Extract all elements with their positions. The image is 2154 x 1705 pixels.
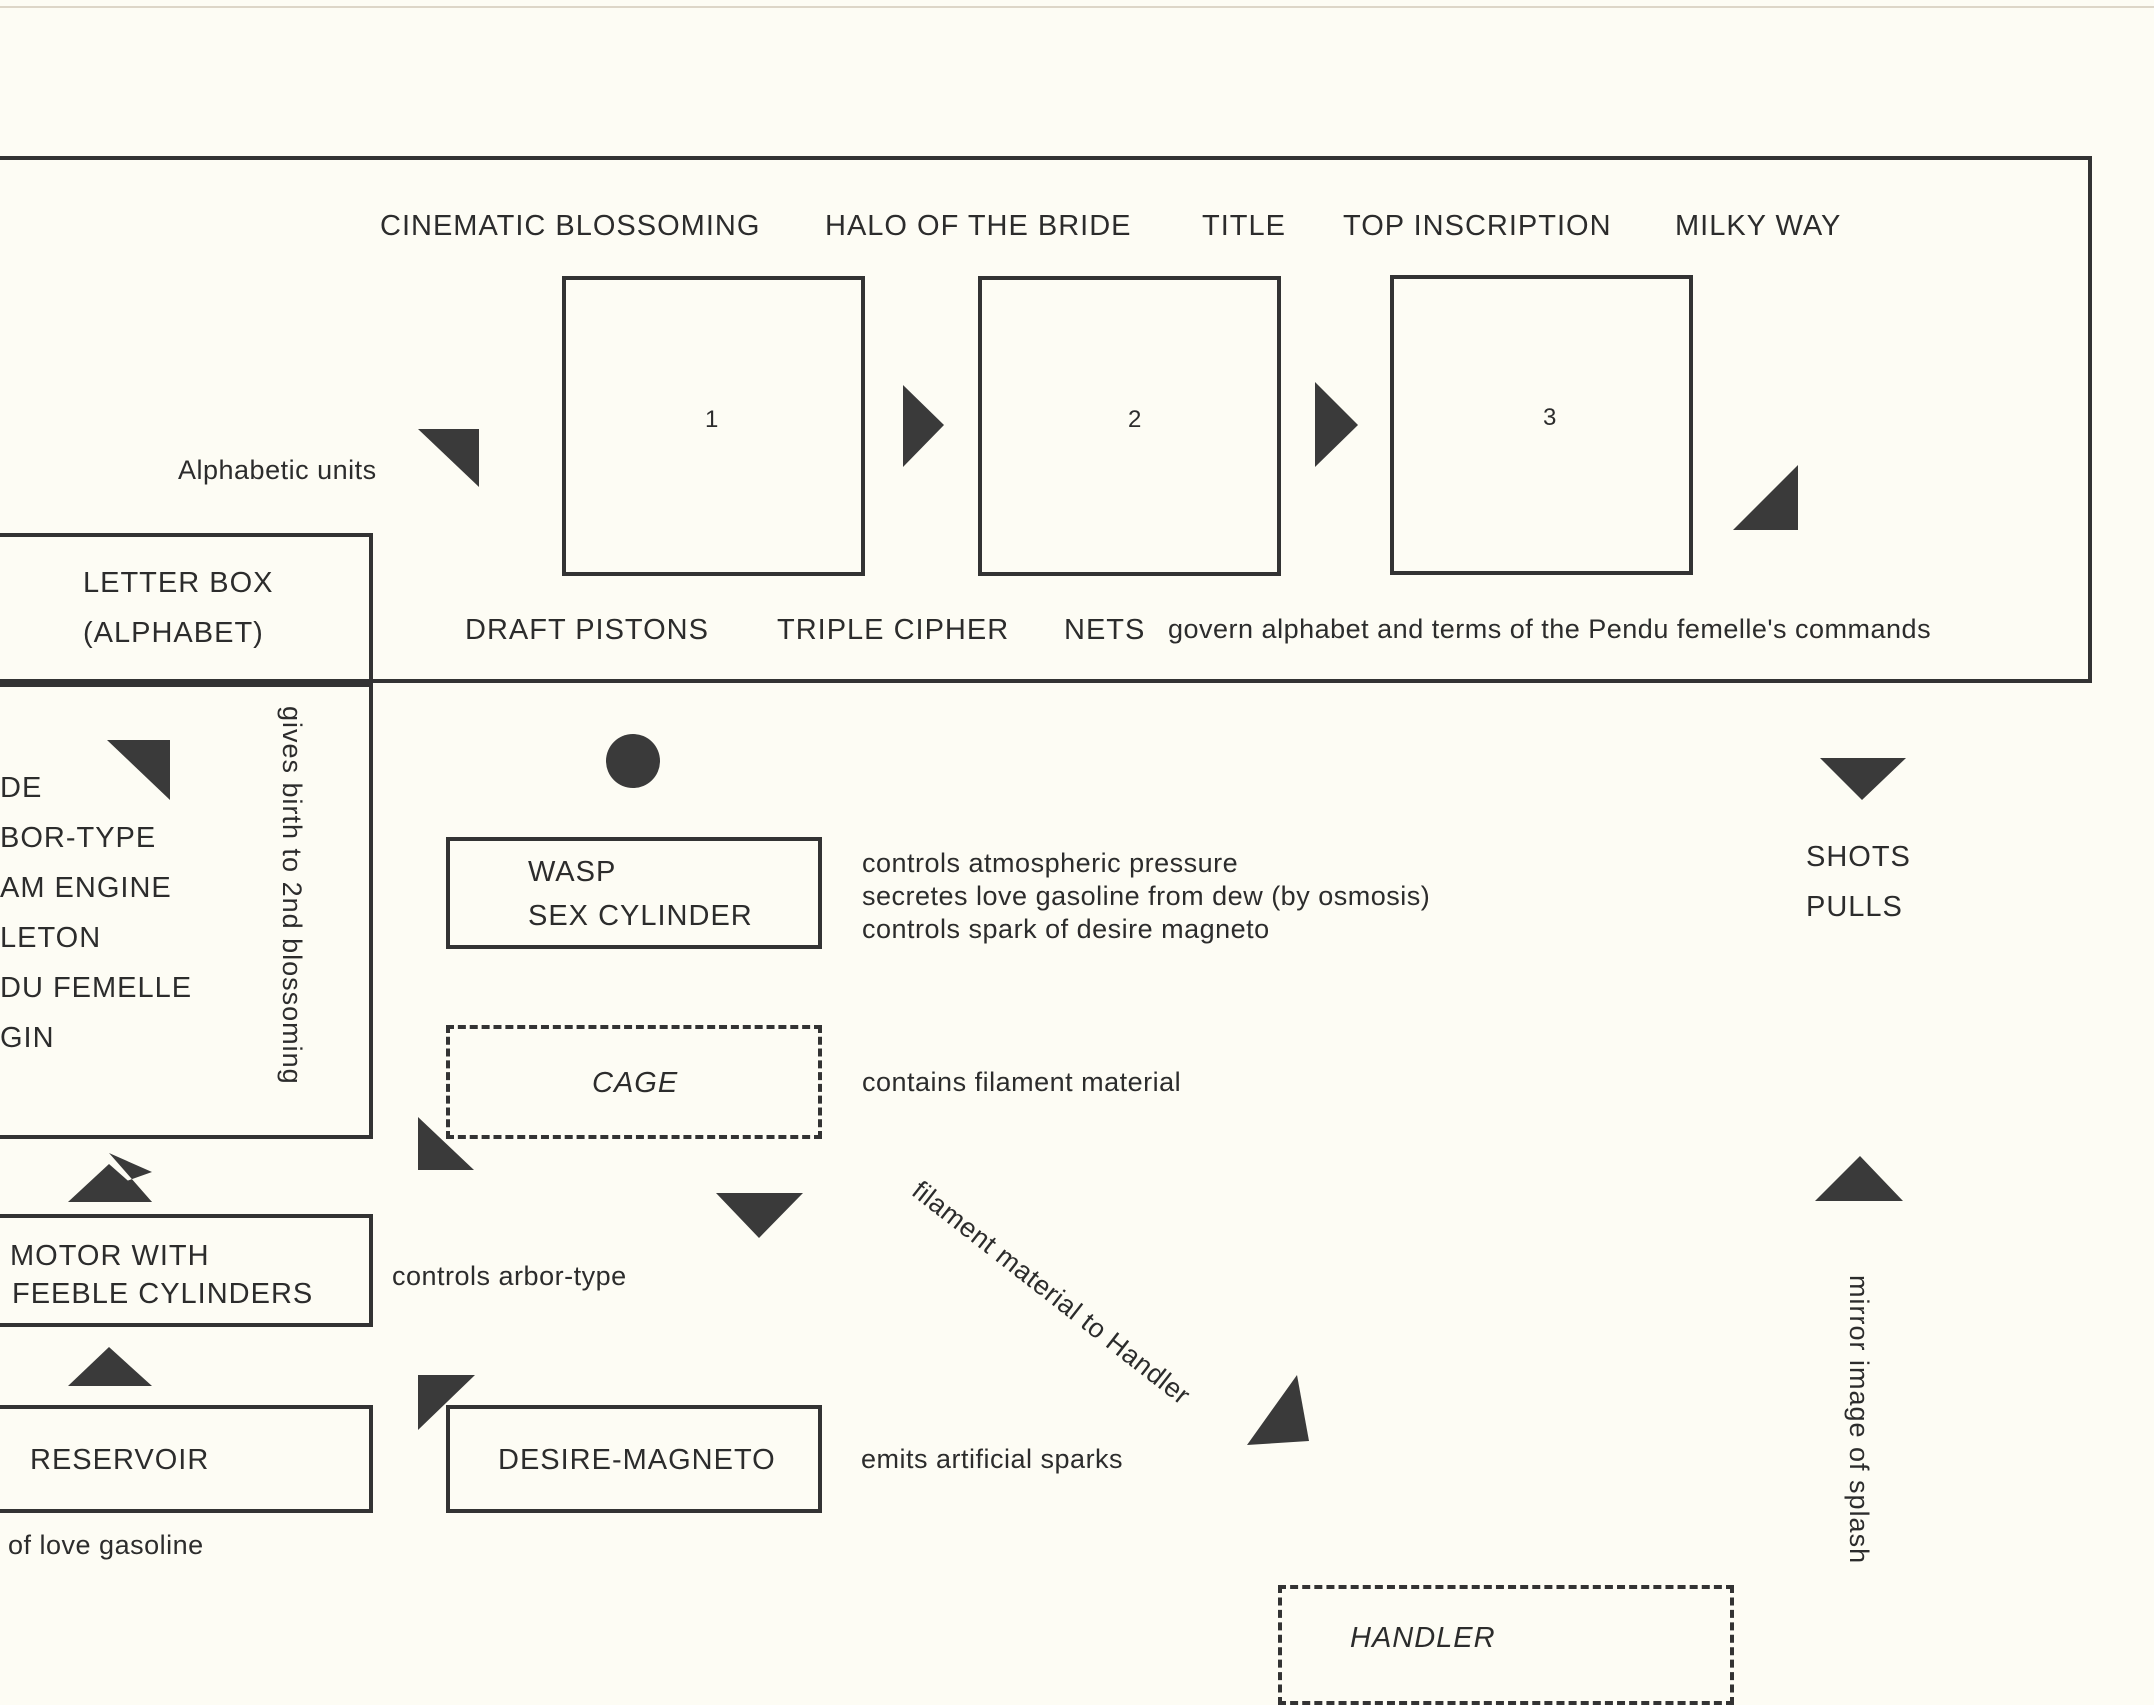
desire-magneto-note: emits artificial sparks [861,1444,1124,1474]
arrow-right-icon [1315,382,1358,467]
letter-box-line1: LETTER BOX [83,567,274,599]
label-milky-way: MILKY WAY [1675,210,1842,242]
arrow-down-right-icon [107,740,170,800]
label-cinematic-blossoming: CINEMATIC BLOSSOMING [380,210,761,242]
wasp-line1: WASP [528,856,617,888]
cage-box [446,1025,822,1139]
label-alphabetic-units: Alphabetic units [178,455,377,485]
label-pulls: PULLS [1806,891,1903,923]
wasp-note: controls spark of desire magneto [862,914,1270,944]
wasp-note: controls atmospheric pressure [862,848,1239,878]
list-item: LETON [0,922,102,954]
arrow-up-icon [1815,1156,1903,1201]
panel-3 [1390,275,1693,575]
arrow-down-icon [716,1193,803,1238]
panel-2 [978,276,1281,576]
panel-2-number: 2 [1128,406,1143,433]
desire-magneto-label: DESIRE-MAGNETO [498,1444,776,1476]
reservoir-note: of love gasoline [8,1530,204,1560]
letter-box-line2: (ALPHABET) [83,617,264,649]
panel-3-number: 3 [1543,404,1558,431]
reservoir-box [0,1405,373,1513]
desire-magneto-box [446,1405,822,1513]
dot-icon [606,734,660,788]
label-gives-birth: gives birth to 2nd blossoming [277,706,307,1085]
arrow-alphabetic-units-icon [418,429,479,487]
arrow-corner-icon [418,1375,475,1430]
page-edge-line [0,6,2154,8]
label-title: TITLE [1202,210,1286,242]
arrow-up-icon [68,1164,152,1202]
label-top-inscription: TOP INSCRIPTION [1343,210,1612,242]
main-inscription-box [0,156,2092,683]
list-item: BOR-TYPE [0,822,157,854]
bride-components-box [0,683,373,1139]
panel-1-number: 1 [705,406,720,433]
reservoir-label: RESERVOIR [30,1444,210,1476]
arrow-right-icon [903,385,944,467]
motor-box [0,1214,373,1327]
arrow-down-icon [1820,758,1906,800]
label-shots: SHOTS [1806,841,1911,873]
wasp-line2: SEX CYLINDER [528,900,753,932]
panel-1 [562,276,865,576]
arrow-filament-icon [1247,1375,1309,1445]
diagram-shapes [68,382,1906,1445]
label-triple-cipher: TRIPLE CIPHER [777,614,1010,646]
label-mirror-image: mirror image of splash [1844,1275,1874,1565]
list-item: DE [0,772,43,804]
cage-note: contains filament material [862,1067,1182,1097]
list-item: AM ENGINE [0,872,172,904]
arrow-up-icon [68,1347,152,1386]
motor-line2: FEEBLE CYLINDERS [12,1278,314,1310]
wasp-note: secretes love gasoline from dew (by osmo… [862,881,1431,911]
arrow-corner-icon [418,1117,474,1170]
list-item: GIN [0,1022,55,1054]
arrow-up-right-icon [1733,465,1798,530]
label-draft-pistons: DRAFT PISTONS [465,614,709,646]
motor-line1: MOTOR WITH [10,1240,210,1272]
cage-label: CAGE [592,1067,679,1099]
list-item: DU FEMELLE [0,972,193,1004]
label-govern-alphabet: govern alphabet and terms of the Pendu f… [1168,614,1932,644]
label-nets: NETS [1064,614,1146,646]
label-halo-of-the-bride: HALO OF THE BRIDE [825,210,1132,242]
motor-note: controls arbor-type [392,1261,627,1291]
wasp-box [446,837,822,949]
